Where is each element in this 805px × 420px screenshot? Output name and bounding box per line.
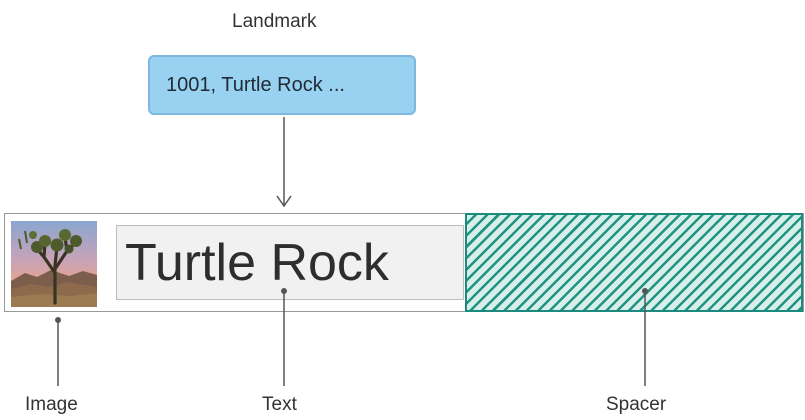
text-label: Text xyxy=(262,394,297,415)
image-label: Image xyxy=(25,394,78,415)
landmark-name-text: Turtle Rock xyxy=(125,233,389,292)
image-anchor-dot xyxy=(55,317,61,323)
down-arrow-head-icon xyxy=(276,195,292,208)
spacer-element xyxy=(465,213,803,312)
joshua-tree-icon xyxy=(11,221,97,307)
spacer-label: Spacer xyxy=(606,394,667,415)
landmark-thumbnail-image xyxy=(11,221,97,307)
landmark-data-box: 1001, Turtle Rock ... xyxy=(148,55,416,115)
landmark-title: Landmark xyxy=(232,11,317,32)
text-element: Turtle Rock xyxy=(116,225,464,300)
landmark-value: 1001, Turtle Rock ... xyxy=(166,73,345,96)
